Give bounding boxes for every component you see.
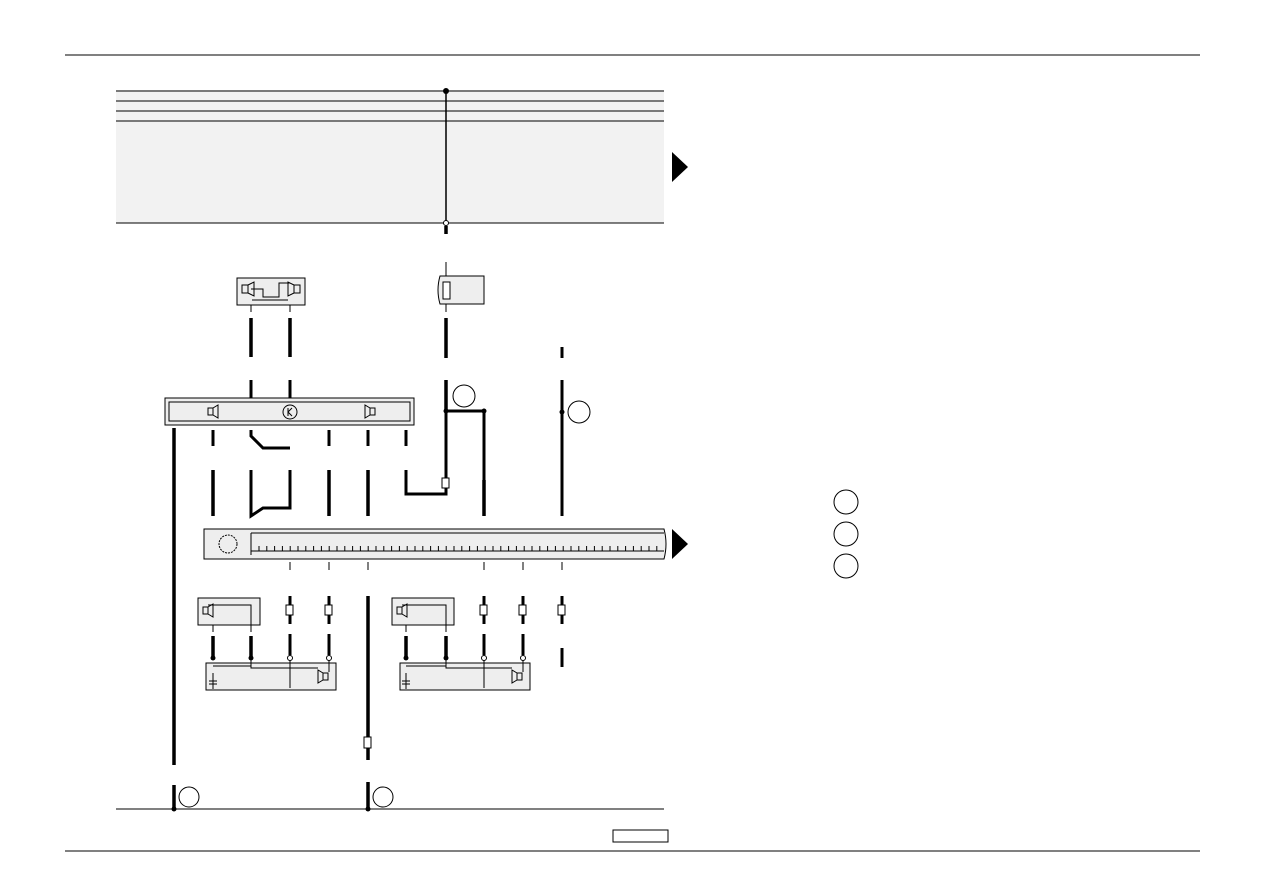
legend-circle-icon bbox=[833, 489, 859, 515]
speaker-right-upper bbox=[391, 597, 455, 628]
legend-entry bbox=[833, 489, 859, 515]
fuse-holder bbox=[437, 275, 485, 305]
legend-circle-icon bbox=[833, 553, 859, 579]
legend-entry bbox=[833, 553, 859, 579]
speaker-right-lower bbox=[399, 660, 531, 691]
node-circle-2 bbox=[567, 400, 591, 424]
fuse-panel-band bbox=[116, 88, 664, 226]
node-circle-1 bbox=[452, 384, 476, 408]
speaker-left-upper bbox=[197, 597, 261, 628]
ground-bus bbox=[116, 806, 664, 812]
legend bbox=[833, 489, 859, 579]
page-reference-box bbox=[612, 829, 669, 843]
continuation-arrow-top bbox=[672, 152, 688, 182]
ground-point-2 bbox=[372, 786, 394, 808]
legend-circle-icon bbox=[833, 521, 859, 547]
speaker-pair-top bbox=[236, 277, 306, 306]
legend-entry bbox=[833, 521, 859, 547]
radio-unit bbox=[164, 397, 415, 426]
continuation-arrow-middle bbox=[672, 529, 688, 559]
speaker-left-lower bbox=[205, 660, 337, 691]
connector-strip bbox=[203, 528, 667, 560]
ground-point-1 bbox=[178, 786, 200, 808]
